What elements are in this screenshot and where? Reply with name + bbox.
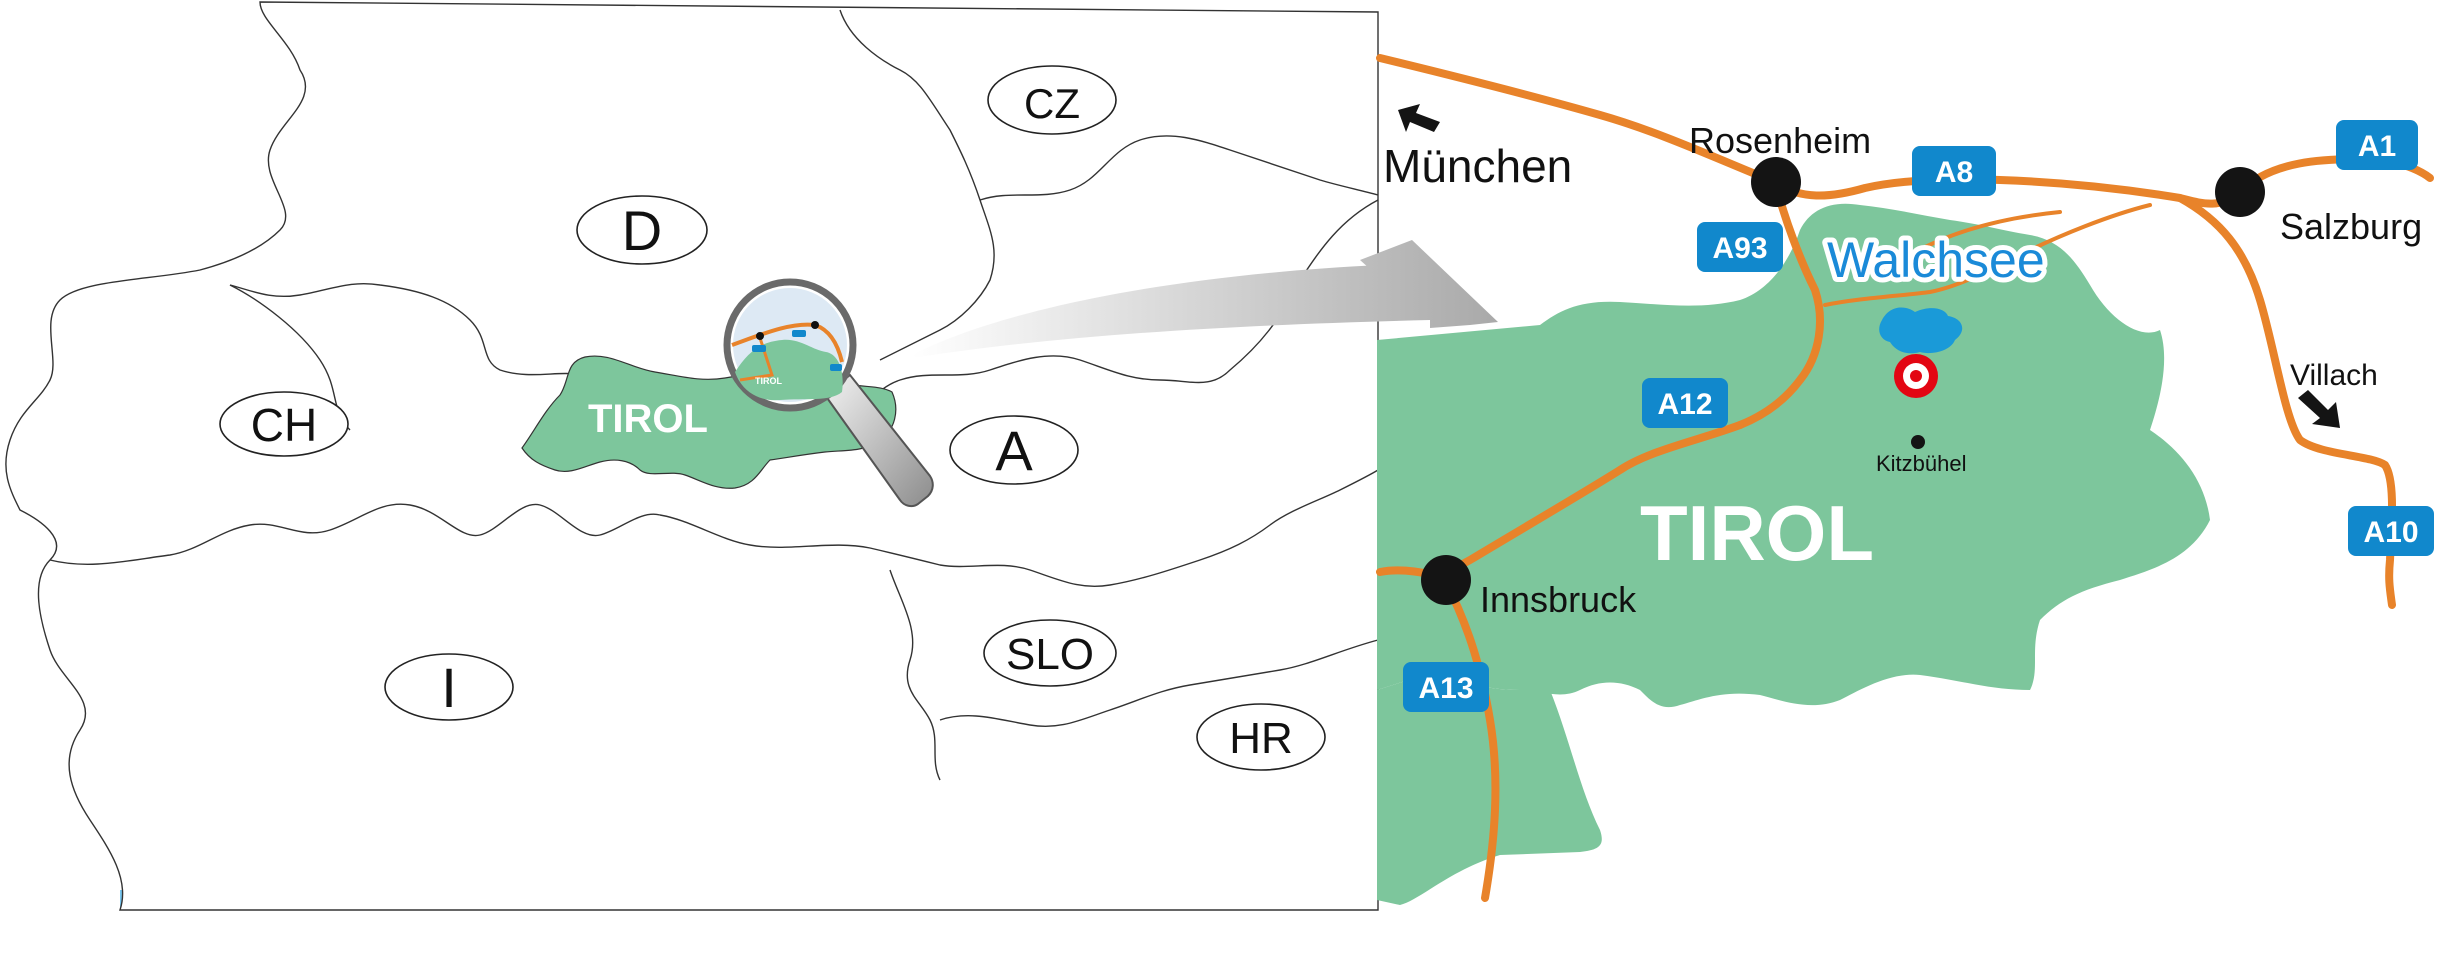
border-a-i bbox=[659, 469, 1379, 588]
border-i-slo bbox=[889, 569, 941, 781]
city-label-innsbruck: Innsbruck bbox=[1480, 579, 1637, 620]
city-label-rosenheim: Rosenheim bbox=[1689, 120, 1871, 161]
highway-badge-a10: A10 bbox=[2348, 506, 2434, 556]
country-i: I bbox=[384, 653, 514, 721]
border-cz-a bbox=[979, 135, 1379, 201]
road-a8-west bbox=[1376, 54, 1779, 186]
walchsee-label: Walchsee bbox=[1827, 232, 2045, 288]
road-walchsee-link bbox=[1823, 203, 2152, 307]
country-ch: CH bbox=[219, 391, 349, 457]
detail-map: München Rosenheim Salzburg Villach Innsb… bbox=[1376, 54, 2434, 905]
country-d: D bbox=[576, 195, 708, 265]
highway-badge-a93: A93 bbox=[1697, 222, 1783, 272]
border-slo-hr bbox=[939, 639, 1379, 728]
direction-arrow-icon bbox=[1398, 104, 1440, 132]
country-label-hr: HR bbox=[1229, 714, 1293, 763]
road-a10 bbox=[2176, 194, 2396, 609]
direction-arrow-icon-villach bbox=[2298, 390, 2340, 428]
highway-badge-a13: A13 bbox=[1403, 662, 1489, 712]
highway-badge-a8: A8 bbox=[1912, 146, 1996, 196]
highway-badge-a12: A12 bbox=[1642, 378, 1728, 428]
border-ch-i bbox=[49, 503, 661, 565]
highway-label-a93: A93 bbox=[1712, 232, 1767, 265]
country-label-ch: CH bbox=[251, 399, 317, 451]
highway-label-a8: A8 bbox=[1935, 156, 1973, 189]
overview-tirol-label: TIROL bbox=[588, 397, 708, 441]
country-label-slo: SLO bbox=[1006, 630, 1094, 679]
magnifying-glass-icon: TIROL bbox=[723, 278, 934, 508]
highway-label-a1: A1 bbox=[2358, 130, 2396, 163]
road-a13 bbox=[1441, 576, 1500, 902]
city-label-salzburg: Salzburg bbox=[2280, 206, 2422, 247]
walchsee-lake bbox=[1879, 307, 1963, 354]
city-dot-salzburg bbox=[2215, 167, 2265, 217]
city-label-villach: Villach bbox=[2290, 359, 2378, 392]
road-a8-east bbox=[1771, 175, 2244, 208]
city-label-kitzbuehel: Kitzbühel bbox=[1876, 451, 1967, 476]
highway-label-a10: A10 bbox=[2363, 516, 2418, 549]
highway-label-a13: A13 bbox=[1418, 672, 1473, 705]
country-cz: CZ bbox=[987, 65, 1117, 135]
country-a: A bbox=[949, 415, 1079, 485]
country-label-cz: CZ bbox=[1024, 80, 1080, 127]
city-dot-rosenheim bbox=[1751, 157, 1801, 207]
road-walchsee-link-2 bbox=[1908, 210, 2062, 257]
country-hr: HR bbox=[1196, 703, 1326, 771]
svg-text:TIROL: TIROL bbox=[755, 376, 782, 386]
detail-tirol-label: TIROL bbox=[1640, 489, 1874, 577]
location-marker-icon bbox=[1894, 354, 1938, 398]
tirol-region-south bbox=[1377, 670, 1602, 905]
city-label-muenchen: München bbox=[1383, 140, 1572, 192]
city-dot-kitzbuehel bbox=[1911, 435, 1925, 449]
highway-badge-a1: A1 bbox=[2336, 120, 2418, 170]
city-dot-innsbruck bbox=[1421, 555, 1471, 605]
tirol-region-detail bbox=[1377, 203, 2210, 708]
road-a93 bbox=[1736, 178, 1824, 429]
country-label-d: D bbox=[622, 199, 662, 262]
overview-map: TIROL CZ D CH A I SLO HR bbox=[5, 1, 1498, 911]
country-label-a: A bbox=[995, 419, 1033, 482]
highway-label-a12: A12 bbox=[1657, 388, 1712, 421]
zoom-arrow-icon bbox=[912, 240, 1498, 358]
country-label-i: I bbox=[441, 656, 457, 719]
country-slo: SLO bbox=[983, 619, 1117, 687]
